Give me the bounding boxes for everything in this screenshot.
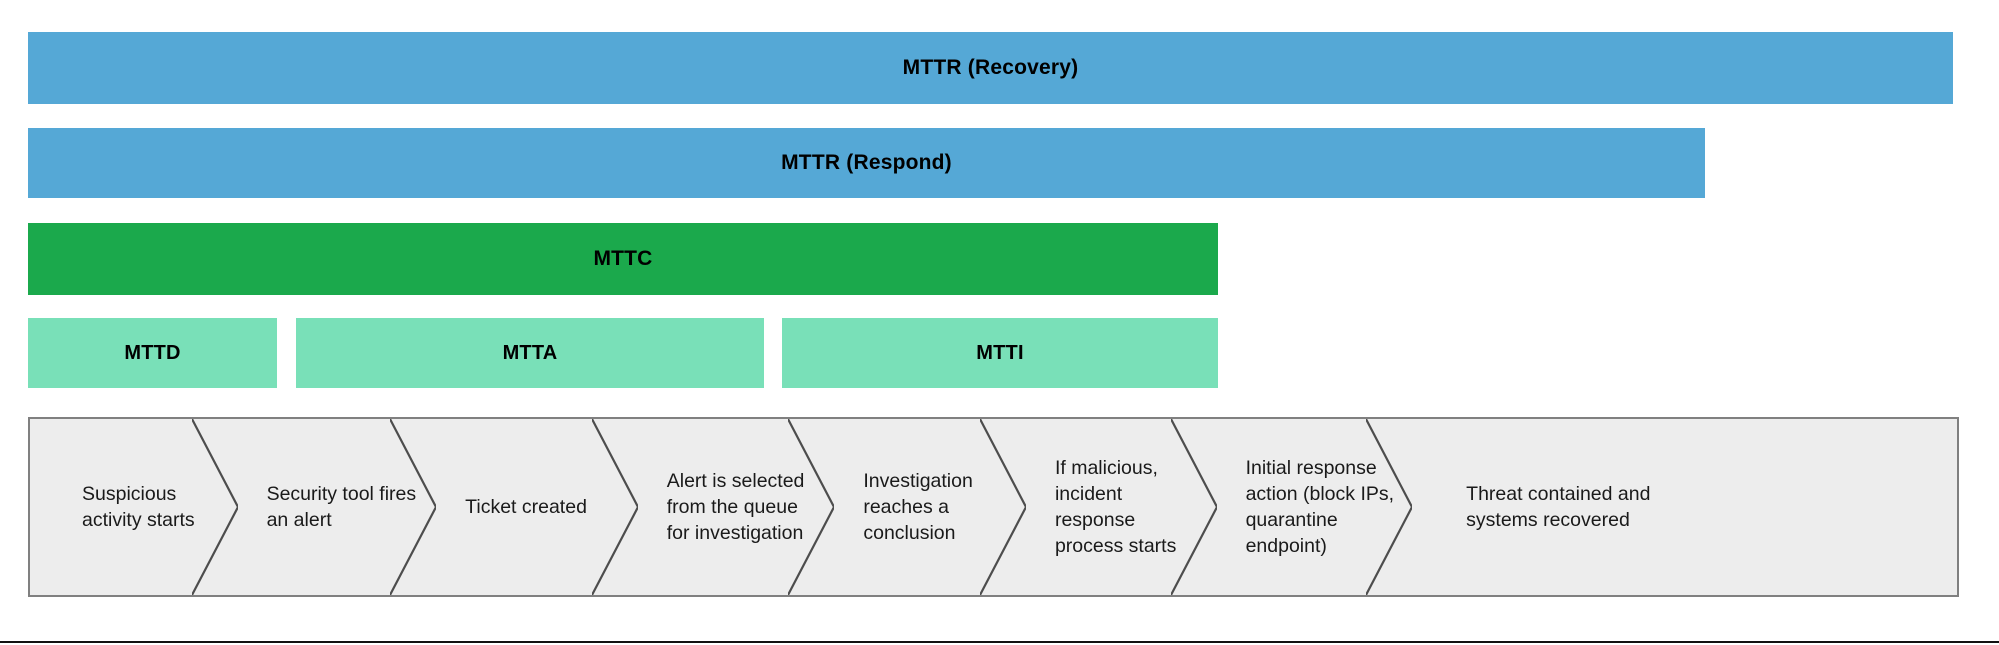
process-step-label: Threat contained and systems recovered bbox=[1466, 483, 1651, 531]
metric-bar-label: MTTI bbox=[976, 341, 1024, 364]
process-step: Threat contained and systems recovered bbox=[1411, 419, 1957, 595]
process-step-label: Security tool fires an alert bbox=[266, 483, 417, 531]
metric-bar-label: MTTR (Respond) bbox=[781, 151, 952, 174]
process-step-label: Initial response action (block IPs, quar… bbox=[1245, 457, 1395, 557]
metric-bar-mttd: MTTD bbox=[28, 318, 277, 388]
process-step: Alert is selected from the queue for inv… bbox=[637, 419, 835, 595]
process-step: Suspicious activity starts bbox=[30, 419, 238, 595]
metric-bar-label: MTTR (Recovery) bbox=[902, 56, 1079, 79]
process-step-label: Suspicious activity starts bbox=[82, 483, 195, 531]
process-step: Investigation reaches a conclusion bbox=[833, 419, 1026, 595]
process-step-list: Suspicious activity starts Security tool… bbox=[30, 419, 1957, 595]
process-flow-band: Suspicious activity starts Security tool… bbox=[28, 417, 1959, 597]
process-step: Ticket created bbox=[435, 419, 638, 595]
process-step-label: Alert is selected from the queue for inv… bbox=[666, 470, 805, 544]
metric-bar-mtta: MTTA bbox=[296, 318, 764, 388]
metric-bar-label: MTTD bbox=[124, 341, 181, 364]
process-step: If malicious, incident response process … bbox=[1025, 419, 1217, 595]
bottom-divider bbox=[0, 641, 1999, 643]
metric-bar-mttr-respond: MTTR (Respond) bbox=[28, 128, 1705, 198]
process-step: Initial response action (block IPs, quar… bbox=[1216, 419, 1413, 595]
process-step-label: Investigation reaches a conclusion bbox=[863, 470, 973, 544]
process-step-label: Ticket created bbox=[465, 496, 587, 518]
metric-bar-label: MTTC bbox=[593, 247, 653, 270]
process-step-label: If malicious, incident response process … bbox=[1054, 457, 1177, 557]
metric-bar-label: MTTA bbox=[502, 341, 558, 364]
metric-bar-mtti: MTTI bbox=[782, 318, 1218, 388]
metric-bar-mttc: MTTC bbox=[28, 223, 1218, 295]
metric-bar-mttr-recovery: MTTR (Recovery) bbox=[28, 32, 1953, 104]
chevron-separator-icon bbox=[591, 419, 638, 595]
process-step: Security tool fires an alert bbox=[237, 419, 437, 595]
